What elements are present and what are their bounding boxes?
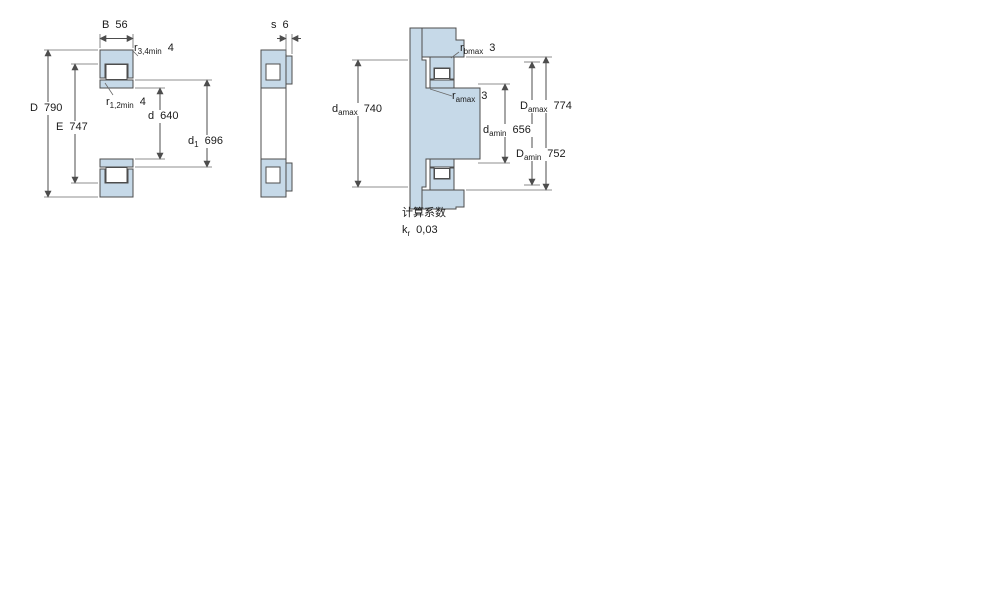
dim-B — [99, 34, 134, 48]
shaft — [409, 27, 481, 210]
leader-r34 — [132, 50, 139, 57]
inner-ring-top — [99, 79, 134, 89]
dim-damin — [478, 83, 510, 164]
side-profile-view — [260, 34, 301, 198]
calc-factors-title: 计算系数 — [402, 207, 446, 219]
dim-d1 — [135, 79, 212, 168]
side-cage-top — [265, 63, 281, 81]
front-section-view — [44, 34, 212, 198]
mount-roller-bottom — [434, 168, 450, 179]
dim-Damax — [466, 56, 552, 191]
mounting-view — [352, 27, 552, 210]
dim-s — [277, 34, 301, 54]
leader-r12 — [104, 82, 114, 96]
mount-outer-ring-bottom — [429, 167, 455, 191]
leader-rb — [450, 51, 460, 59]
dim-d — [135, 87, 165, 160]
side-step-bottom — [285, 162, 293, 192]
roller-top — [105, 64, 128, 80]
dim-D — [44, 49, 98, 198]
mount-roller-top — [434, 68, 450, 79]
dim-Damin — [524, 61, 540, 186]
leader-ra — [429, 88, 453, 97]
roller-bottom — [105, 167, 128, 183]
outer-ring-bottom — [99, 168, 134, 198]
side-step-top — [285, 55, 293, 85]
side-cage-bottom — [265, 166, 281, 184]
inner-ring-bottom — [99, 158, 134, 168]
mount-inner-ring-top — [429, 79, 455, 89]
dim-damax — [352, 59, 408, 188]
mount-inner-ring-bottom — [429, 158, 455, 168]
